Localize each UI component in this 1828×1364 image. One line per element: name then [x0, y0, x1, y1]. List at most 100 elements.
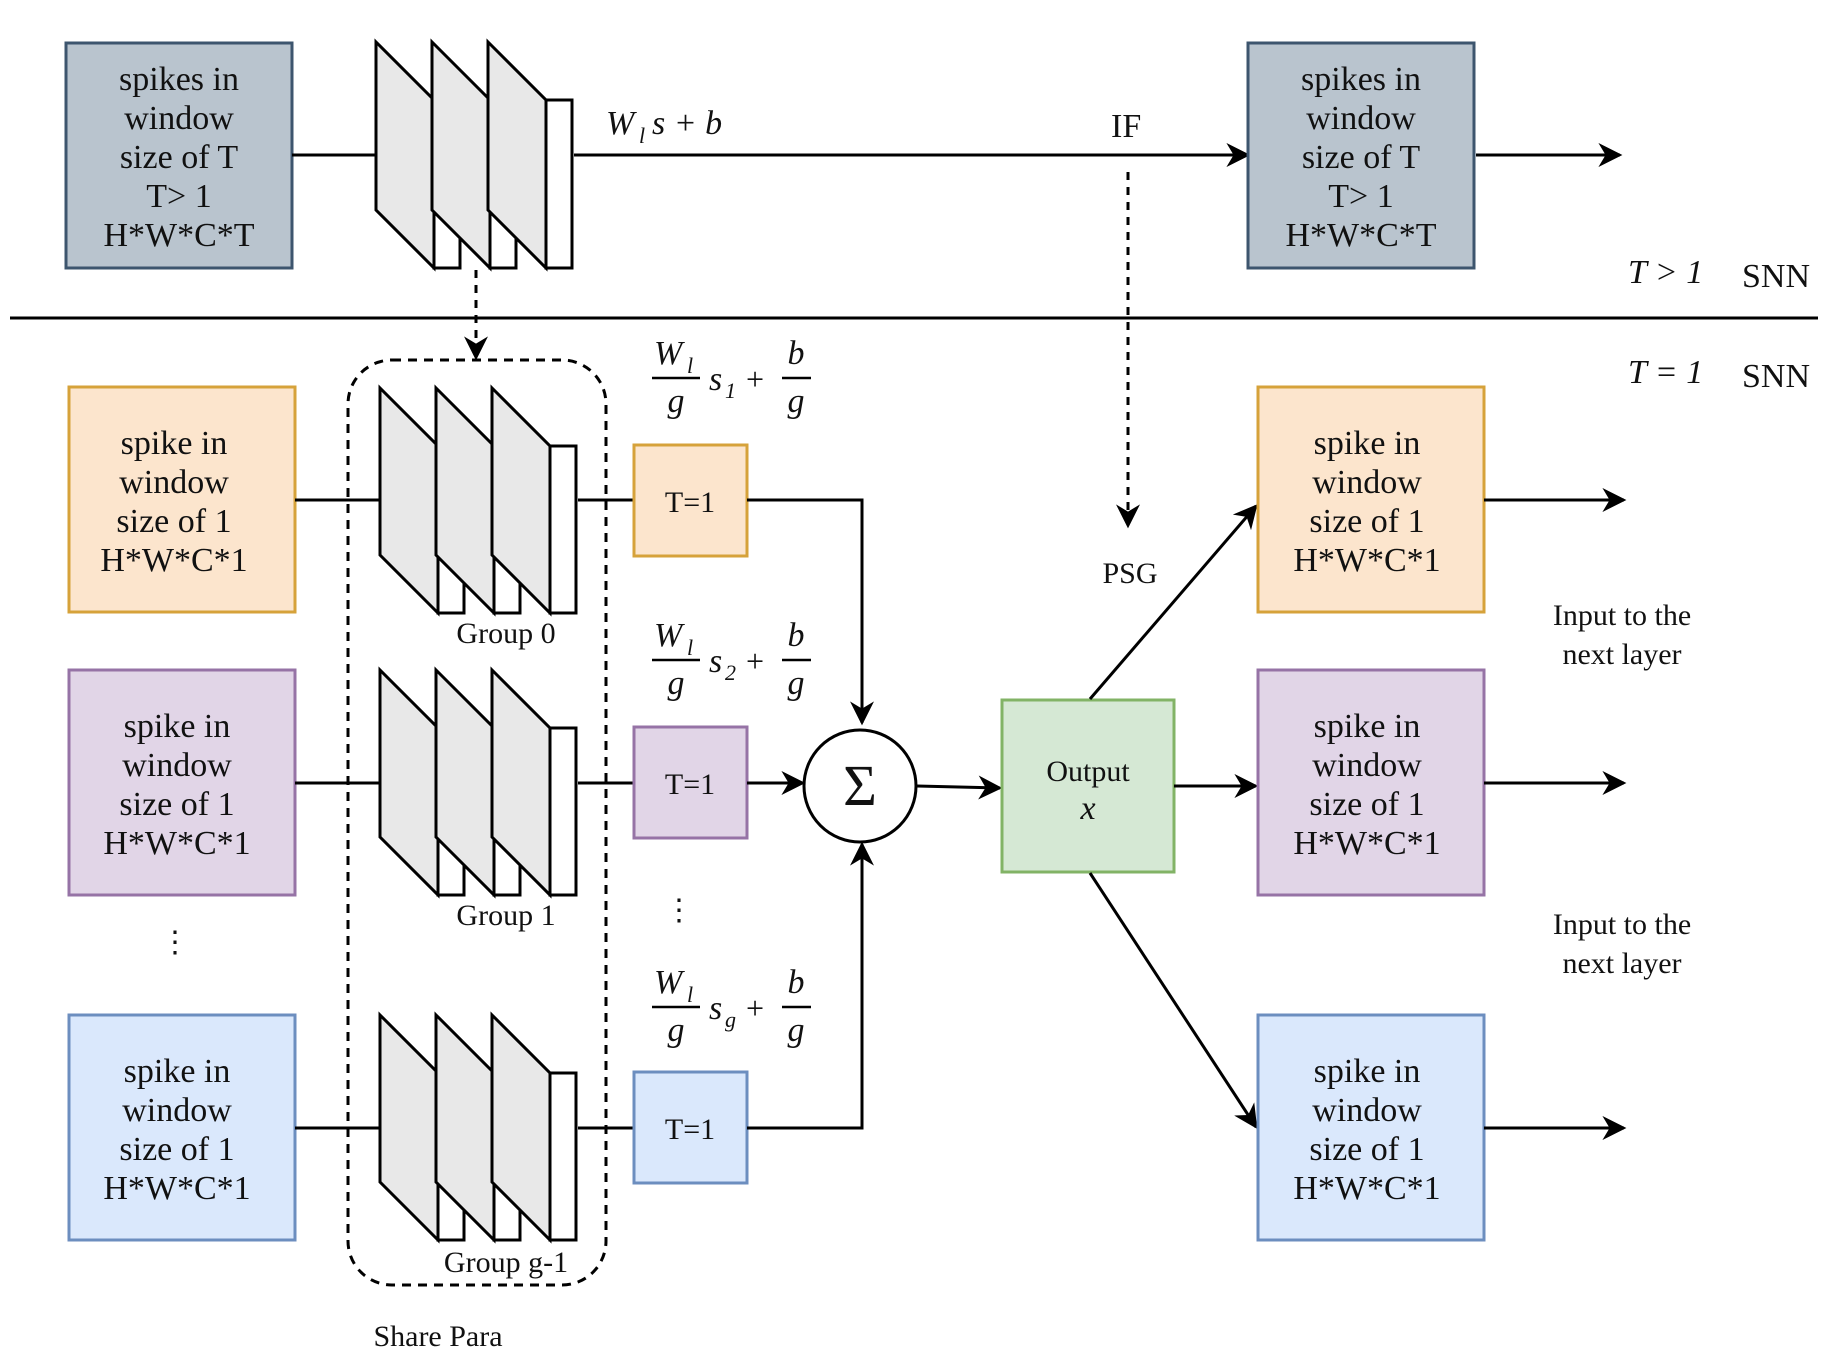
group-0-stack: [378, 384, 578, 617]
group-g1-label: Group g-1: [444, 1246, 568, 1279]
top-input-line-4: H*W*C*T: [103, 217, 254, 254]
top-output-line-0: spikes in: [1301, 61, 1421, 98]
snn-top-math: T > 1: [1628, 254, 1703, 291]
top-formula-w-sub: l: [639, 123, 645, 148]
top-input-line-0: spikes in: [119, 61, 239, 98]
top-input-line-3: T> 1: [146, 178, 211, 215]
top-output-line-3: T> 1: [1328, 178, 1393, 215]
g0-line-2: size of 1: [116, 503, 231, 540]
top-input-box: spikes in window size of T T> 1 H*W*C*T: [64, 41, 294, 270]
frac-plus: +: [746, 643, 764, 679]
group-0-label: Group 0: [456, 617, 555, 650]
frac-num-b: b: [788, 335, 805, 372]
snn-bottom-text: SNN: [1742, 358, 1810, 395]
sum-node: Σ: [802, 728, 918, 844]
next-layer-2-line-1: next layer: [1562, 947, 1681, 980]
layer-front-2: [548, 444, 578, 615]
g1-line-2: size of 1: [119, 786, 234, 823]
t-box-g1-label: T=1: [665, 1113, 715, 1146]
top-formula: W l s + b: [606, 105, 722, 148]
gg-line-1: window: [122, 1092, 232, 1129]
o0-line-2: size of 1: [1309, 503, 1424, 540]
frac-num-w: W: [654, 964, 685, 1001]
o0-line-0: spike in: [1314, 425, 1421, 462]
og-line-1: window: [1312, 1092, 1422, 1129]
group-1-label: Group 1: [456, 899, 555, 932]
if-label: IF: [1111, 108, 1141, 145]
t-box-g1: T=1: [632, 1070, 749, 1185]
snn-label-top: T > 1 SNN: [1628, 254, 1810, 295]
psg-label: PSG: [1102, 557, 1157, 590]
frac-den-right: g: [788, 1012, 805, 1049]
g0-line-3: H*W*C*1: [100, 542, 247, 579]
snn-label-bottom: T = 1 SNN: [1628, 354, 1810, 395]
top-output-box: spikes in window size of T T> 1 H*W*C*T: [1246, 41, 1476, 270]
output-box-g1: spike in window size of 1 H*W*C*1: [1256, 1013, 1486, 1242]
frac-s: s: [709, 643, 722, 680]
top-formula-rest: s + b: [652, 105, 722, 142]
o1-line-1: window: [1312, 747, 1422, 784]
output-box-1: spike in window size of 1 H*W*C*1: [1256, 668, 1486, 897]
top-output-line-4: H*W*C*T: [1285, 217, 1436, 254]
snn-bottom-math: T = 1: [1628, 354, 1703, 391]
top-formula-w: W: [606, 105, 637, 142]
top-output-line-2: size of T: [1302, 139, 1421, 176]
frac-s-sub: 1: [725, 378, 736, 403]
og-line-2: size of 1: [1309, 1131, 1424, 1168]
sum-to-output-arrow: [916, 775, 1003, 800]
layer-front-2: [544, 98, 574, 270]
output-title: Output: [1046, 755, 1130, 788]
layer-front-2: [548, 726, 578, 897]
sum-symbol: Σ: [843, 753, 877, 818]
ellipsis-middle: ⋮: [664, 894, 694, 927]
ellipsis-left: ⋮: [160, 926, 190, 959]
frac-den-right: g: [788, 665, 805, 702]
layer-side-0: [378, 384, 440, 617]
g1-line-3: H*W*C*1: [103, 825, 250, 862]
g0-line-1: window: [119, 464, 229, 501]
layer-front-2: [548, 1071, 578, 1242]
frac-den-right: g: [788, 383, 805, 420]
frac-num-b: b: [788, 964, 805, 1001]
share-para-region: [346, 358, 608, 1287]
og-line-3: H*W*C*1: [1293, 1170, 1440, 1207]
frac-den-left: g: [668, 1012, 685, 1049]
frac-s-sub: g: [725, 1007, 736, 1032]
next-layer-2-line-0: Input to the: [1553, 908, 1691, 941]
layer-side-0: [374, 38, 436, 272]
output-var: x: [1079, 790, 1095, 827]
frac-num-sub: l: [687, 353, 693, 378]
share-para-label: Share Para: [373, 1320, 502, 1353]
frac-plus: +: [746, 990, 764, 1026]
output-box-0: spike in window size of 1 H*W*C*1: [1256, 385, 1486, 614]
tg-to-sum-arrow: [747, 841, 874, 1130]
snn-top-text: SNN: [1742, 258, 1810, 295]
group-1-input: spike in window size of 1 H*W*C*1: [67, 668, 297, 897]
output-node: Output x: [1000, 698, 1176, 874]
frac-num-b: b: [788, 617, 805, 654]
group-g1-stack: [378, 1011, 578, 1244]
output-to-og-arrow: [1088, 872, 1258, 1130]
group-0-input: spike in window size of 1 H*W*C*1: [67, 385, 297, 614]
frac-num-w: W: [654, 335, 685, 372]
top-input-line-2: size of T: [120, 139, 239, 176]
t-box-1-label: T=1: [665, 768, 715, 801]
layer-side-0: [378, 666, 440, 899]
next-layer-1-line-0: Input to the: [1553, 599, 1691, 632]
next-layer-1-line-1: next layer: [1562, 638, 1681, 671]
og-line-0: spike in: [1314, 1053, 1421, 1090]
t-box-0: T=1: [632, 443, 749, 558]
g1-line-0: spike in: [124, 708, 231, 745]
group-g1-input: spike in window size of 1 H*W*C*1: [67, 1013, 297, 1242]
top-output-line-1: window: [1306, 100, 1416, 137]
o1-line-2: size of 1: [1309, 786, 1424, 823]
frac-num-sub: l: [687, 982, 693, 1007]
o0-line-3: H*W*C*1: [1293, 542, 1440, 579]
gg-line-2: size of 1: [119, 1131, 234, 1168]
output-to-o0-arrow: [1088, 504, 1258, 700]
